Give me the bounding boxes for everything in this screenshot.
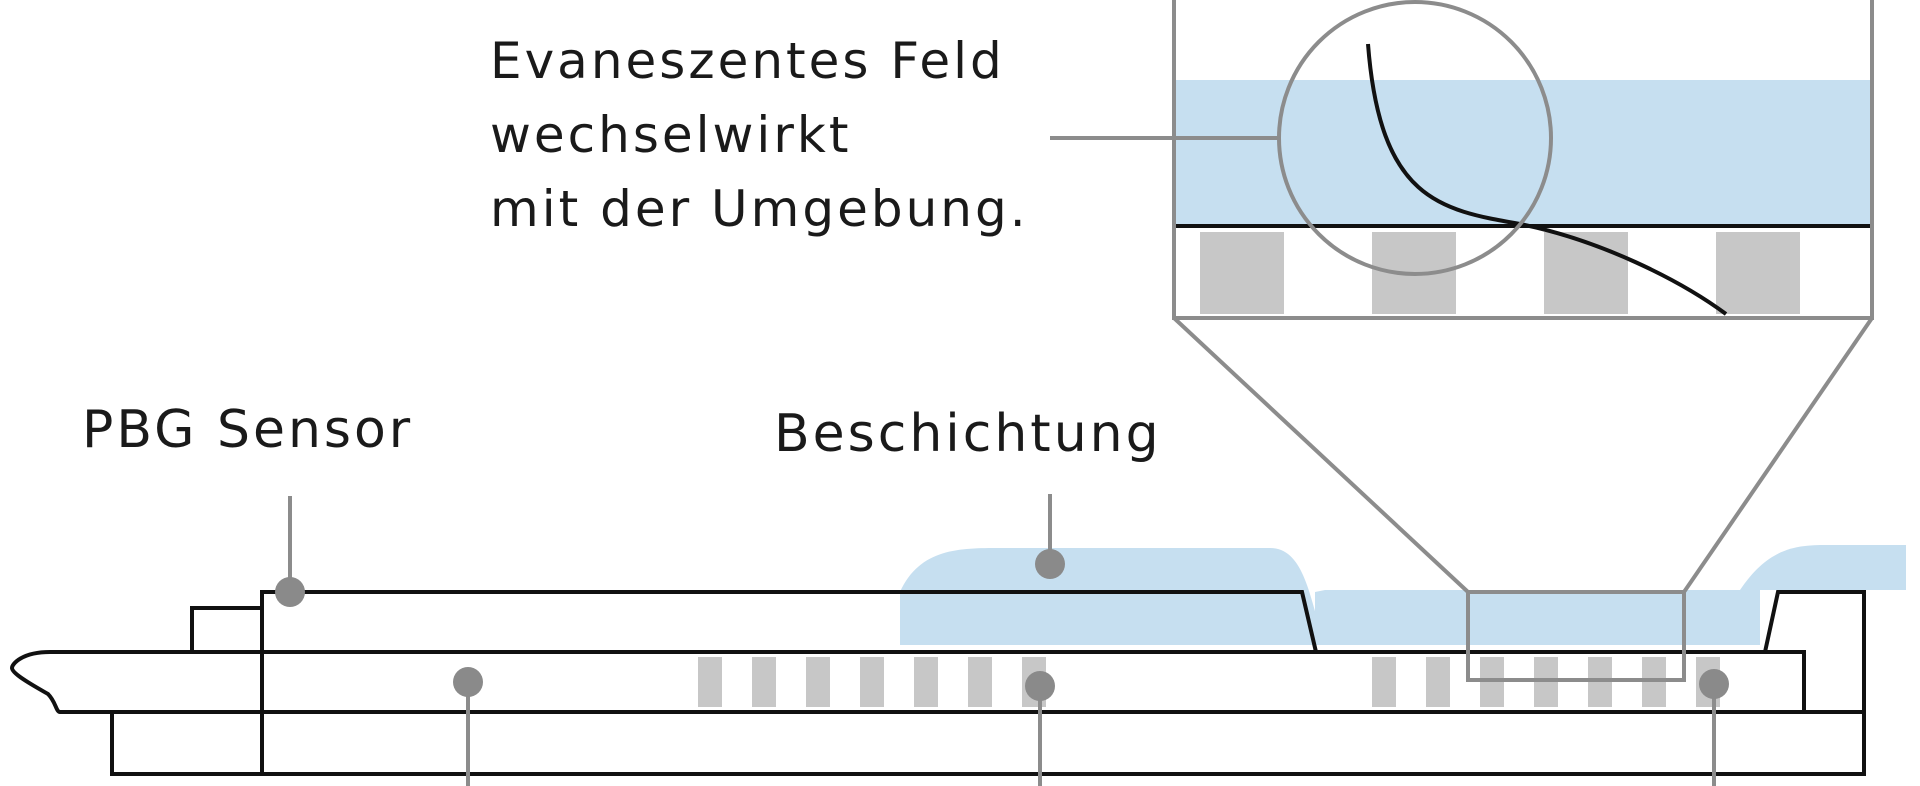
pbg-sensor-label: PBG Sensor bbox=[82, 400, 414, 460]
grating-bar bbox=[860, 657, 884, 707]
evanescent-field-label: Evaneszentes Feld wechselwirkt mit der U… bbox=[490, 24, 1029, 246]
coating-layer-left bbox=[900, 548, 1325, 645]
inset-grating-bar bbox=[1544, 232, 1628, 314]
grating-marker bbox=[1025, 671, 1055, 701]
zoom-connector-left bbox=[1172, 316, 1470, 594]
bragg-grating-left bbox=[698, 657, 1046, 707]
right-marker bbox=[1699, 669, 1729, 699]
coating-layer-trench bbox=[1315, 590, 1760, 645]
coating-label: Beschichtung bbox=[774, 404, 1162, 464]
zoom-inset bbox=[1172, 0, 1874, 320]
base-substrate bbox=[110, 710, 1866, 776]
grating-bar bbox=[752, 657, 776, 707]
zoom-source-box bbox=[1466, 590, 1686, 682]
inset-grating-bar bbox=[1200, 232, 1284, 314]
step-block bbox=[190, 606, 264, 654]
grating-bar bbox=[1372, 657, 1396, 707]
grating-bar bbox=[698, 657, 722, 707]
evanescent-field-line-3: mit der Umgebung. bbox=[490, 180, 1029, 238]
inset-grating-bar bbox=[1716, 232, 1800, 314]
coating-layer-right bbox=[1740, 545, 1906, 590]
sensor-marker bbox=[275, 577, 305, 607]
zoom-connector-right bbox=[1682, 316, 1874, 594]
core-marker bbox=[453, 667, 483, 697]
evanescent-field-line-2: wechselwirkt bbox=[490, 106, 852, 164]
grating-bar bbox=[968, 657, 992, 707]
grating-bar bbox=[1426, 657, 1450, 707]
grating-bar bbox=[806, 657, 830, 707]
sensor-housing bbox=[260, 590, 1318, 774]
right-housing bbox=[1763, 590, 1866, 712]
fiber-tip bbox=[9, 650, 262, 714]
grating-bar bbox=[914, 657, 938, 707]
inset-coating bbox=[1174, 80, 1872, 226]
coating-marker bbox=[1035, 549, 1065, 579]
evanescent-field-line-1: Evaneszentes Feld bbox=[490, 32, 1005, 90]
inset-frame bbox=[1172, 0, 1874, 320]
inset-grating bbox=[1200, 232, 1800, 314]
